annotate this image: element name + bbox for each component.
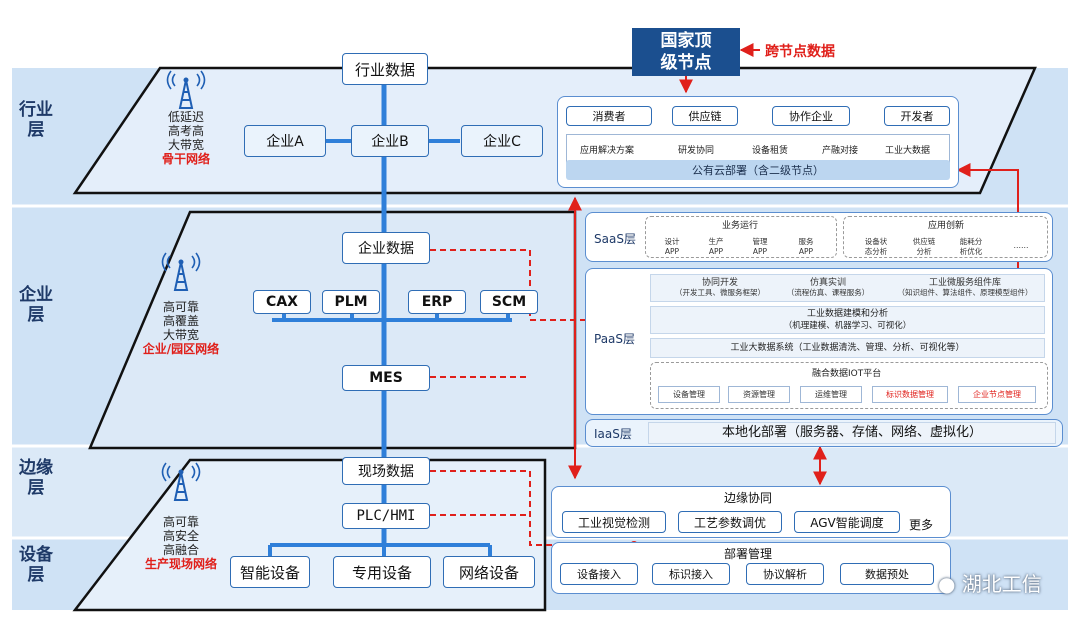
industry-data-node: 行业数据 <box>342 53 428 85</box>
layer-label-enterprise: 企业层 <box>19 285 53 325</box>
antenna-icon <box>161 252 201 291</box>
paas-toolkit-row <box>650 274 1045 302</box>
saas-ops-title: 业务运行 <box>722 221 759 231</box>
saas-equipment-analysis: 设备状态分析 <box>864 237 888 256</box>
edge-collab-title: 边缘协同 <box>724 491 773 505</box>
paas-collab-dev: 协同开发（开发工具、微服务框架） <box>675 278 765 297</box>
layer-label-industry: 行业层 <box>19 100 53 140</box>
special-device-node: 专用设备 <box>333 556 431 588</box>
deploy-protocol-parsing: 协议解析 <box>746 563 824 585</box>
antenna-icon <box>161 462 201 501</box>
role-consumer: 消费者 <box>566 106 652 126</box>
cross-node-data-label: 跨节点数据 <box>765 44 835 60</box>
edge-more: 更多 <box>909 518 934 532</box>
plc-hmi-node: PLC/HMI <box>342 503 430 529</box>
mes-node: MES <box>342 365 430 391</box>
deploy-mgmt-title: 部署管理 <box>724 547 773 561</box>
layer-label-device: 设备层 <box>19 545 53 585</box>
public-cloud-deployment: 公有云部署（含二级节点） <box>566 160 950 180</box>
paas-modeling-row: 工业数据建模和分析 （机理建模、机器学习、可视化） <box>650 306 1045 334</box>
paas-bigdata-row: 工业大数据系统（工业数据清洗、管理、分析、可视化等） <box>650 338 1045 358</box>
paas-simulation: 仿真实训（流程仿真、课程服务） <box>786 278 870 297</box>
role-supply-chain: 供应链 <box>672 106 738 126</box>
cloud-app-finance: 产融对接 <box>822 146 859 156</box>
enterprise-c-node: 企业C <box>461 125 543 157</box>
role-partner: 协作企业 <box>772 106 850 126</box>
cax-node: CAX <box>253 290 311 314</box>
iot-ops-mgmt: 运维管理 <box>800 386 862 403</box>
iot-device-mgmt: 设备管理 <box>658 386 720 403</box>
edge-param-tuning: 工艺参数调优 <box>678 511 782 533</box>
iot-resource-mgmt: 资源管理 <box>728 386 790 403</box>
plm-node: PLM <box>322 290 380 314</box>
edge-agv-scheduling: AGV智能调度 <box>794 511 900 533</box>
cloud-app-bigdata: 工业大数据 <box>885 146 931 156</box>
iaas-content: 本地化部署（服务器、存储、网络、虚拟化） <box>648 422 1056 444</box>
erp-node: ERP <box>408 290 466 314</box>
antenna-icon <box>166 70 206 109</box>
enterprise-b-node: 企业B <box>351 125 429 157</box>
saas-energy-optimization: 能耗分析优化 <box>959 237 983 256</box>
wechat-icon: ● <box>938 572 956 596</box>
iot-identity-data-mgmt: 标识数据管理 <box>872 386 948 403</box>
iot-enterprise-node-mgmt: 企业节点管理 <box>958 386 1036 403</box>
saas-supply-chain-analysis: 供应链分析 <box>912 237 936 256</box>
edge-visual-inspection: 工业视觉检测 <box>562 511 666 533</box>
cloud-app-equipment-lease: 设备租赁 <box>752 146 789 156</box>
watermark: ● 湖北工信 <box>938 572 1042 596</box>
enterprise-network-note: 高可靠 高覆盖 大带宽 企业/园区网络 <box>142 300 220 356</box>
paas-label: PaaS层 <box>594 332 636 346</box>
enterprise-data-node: 企业数据 <box>342 232 430 264</box>
saas-more: …… <box>1013 241 1029 250</box>
smart-device-node: 智能设备 <box>230 556 310 588</box>
field-network-note: 高可靠 高安全 高融合 生产现场网络 <box>144 515 217 571</box>
saas-innovation-group <box>843 216 1048 258</box>
cloud-app-solutions: 应用解决方案 <box>580 146 635 156</box>
field-data-node: 现场数据 <box>342 457 430 485</box>
national-top-node: 国家顶 级节点 <box>632 28 740 76</box>
deploy-identity-access: 标识接入 <box>652 563 730 585</box>
deploy-device-access: 设备接入 <box>560 563 638 585</box>
saas-innovation-title: 应用创新 <box>928 221 965 231</box>
saas-label: SaaS层 <box>594 232 636 246</box>
enterprise-a-node: 企业A <box>244 125 326 157</box>
saas-ops-group <box>645 216 837 258</box>
deploy-data-preprocess: 数据预处 <box>840 563 934 585</box>
paas-microservice-lib: 工业微服务组件库（知识组件、算法组件、原理模型组件） <box>897 278 1033 297</box>
layer-label-edge: 边缘层 <box>19 458 53 498</box>
scm-node: SCM <box>480 290 538 314</box>
network-device-node: 网络设备 <box>443 556 535 588</box>
cloud-app-rd-collab: 研发协同 <box>678 146 715 156</box>
backbone-network-note: 低延迟 高考高 大带宽 骨干网络 <box>161 110 210 166</box>
iaas-label: IaaS层 <box>594 427 632 441</box>
role-developer: 开发者 <box>884 106 950 126</box>
iot-platform-title: 融合数据IOT平台 <box>812 369 882 379</box>
